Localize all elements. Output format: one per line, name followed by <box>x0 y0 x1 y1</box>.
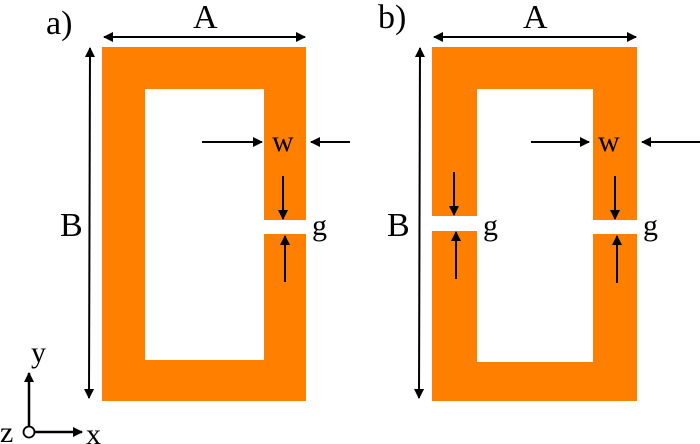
height-label-a: B <box>60 207 83 244</box>
z-axis-label: z <box>0 416 13 444</box>
gap-label-b-left: g <box>483 209 498 242</box>
trace-width-label-a: w <box>272 125 294 158</box>
ring-b-gap-left <box>431 216 478 231</box>
y-axis-label: y <box>31 336 46 369</box>
width-label-b: A <box>523 0 548 36</box>
width-label-a: A <box>193 0 218 36</box>
height-dimension-arrow-b <box>414 47 425 399</box>
panel-a-tag: a) <box>46 5 72 42</box>
z-axis-out-of-page-icon <box>22 425 36 439</box>
trace-width-label-b: w <box>598 125 620 158</box>
height-dimension-arrow-a <box>84 47 95 399</box>
ring-a-gap <box>263 220 307 234</box>
ring-b-gap-right <box>592 220 638 234</box>
panel-b: b) A B w g g <box>378 0 700 401</box>
height-label-b: B <box>387 207 410 244</box>
gap-label-b-right: g <box>643 209 658 242</box>
panel-b-tag: b) <box>378 0 406 36</box>
panel-a: a) A B w g <box>46 0 350 401</box>
coordinate-axes: y x z <box>0 336 101 444</box>
ring-b-inner-cutout <box>477 89 593 362</box>
x-axis-label: x <box>86 418 101 444</box>
ring-a-inner-cutout <box>145 89 264 360</box>
gap-label-a: g <box>312 209 327 242</box>
